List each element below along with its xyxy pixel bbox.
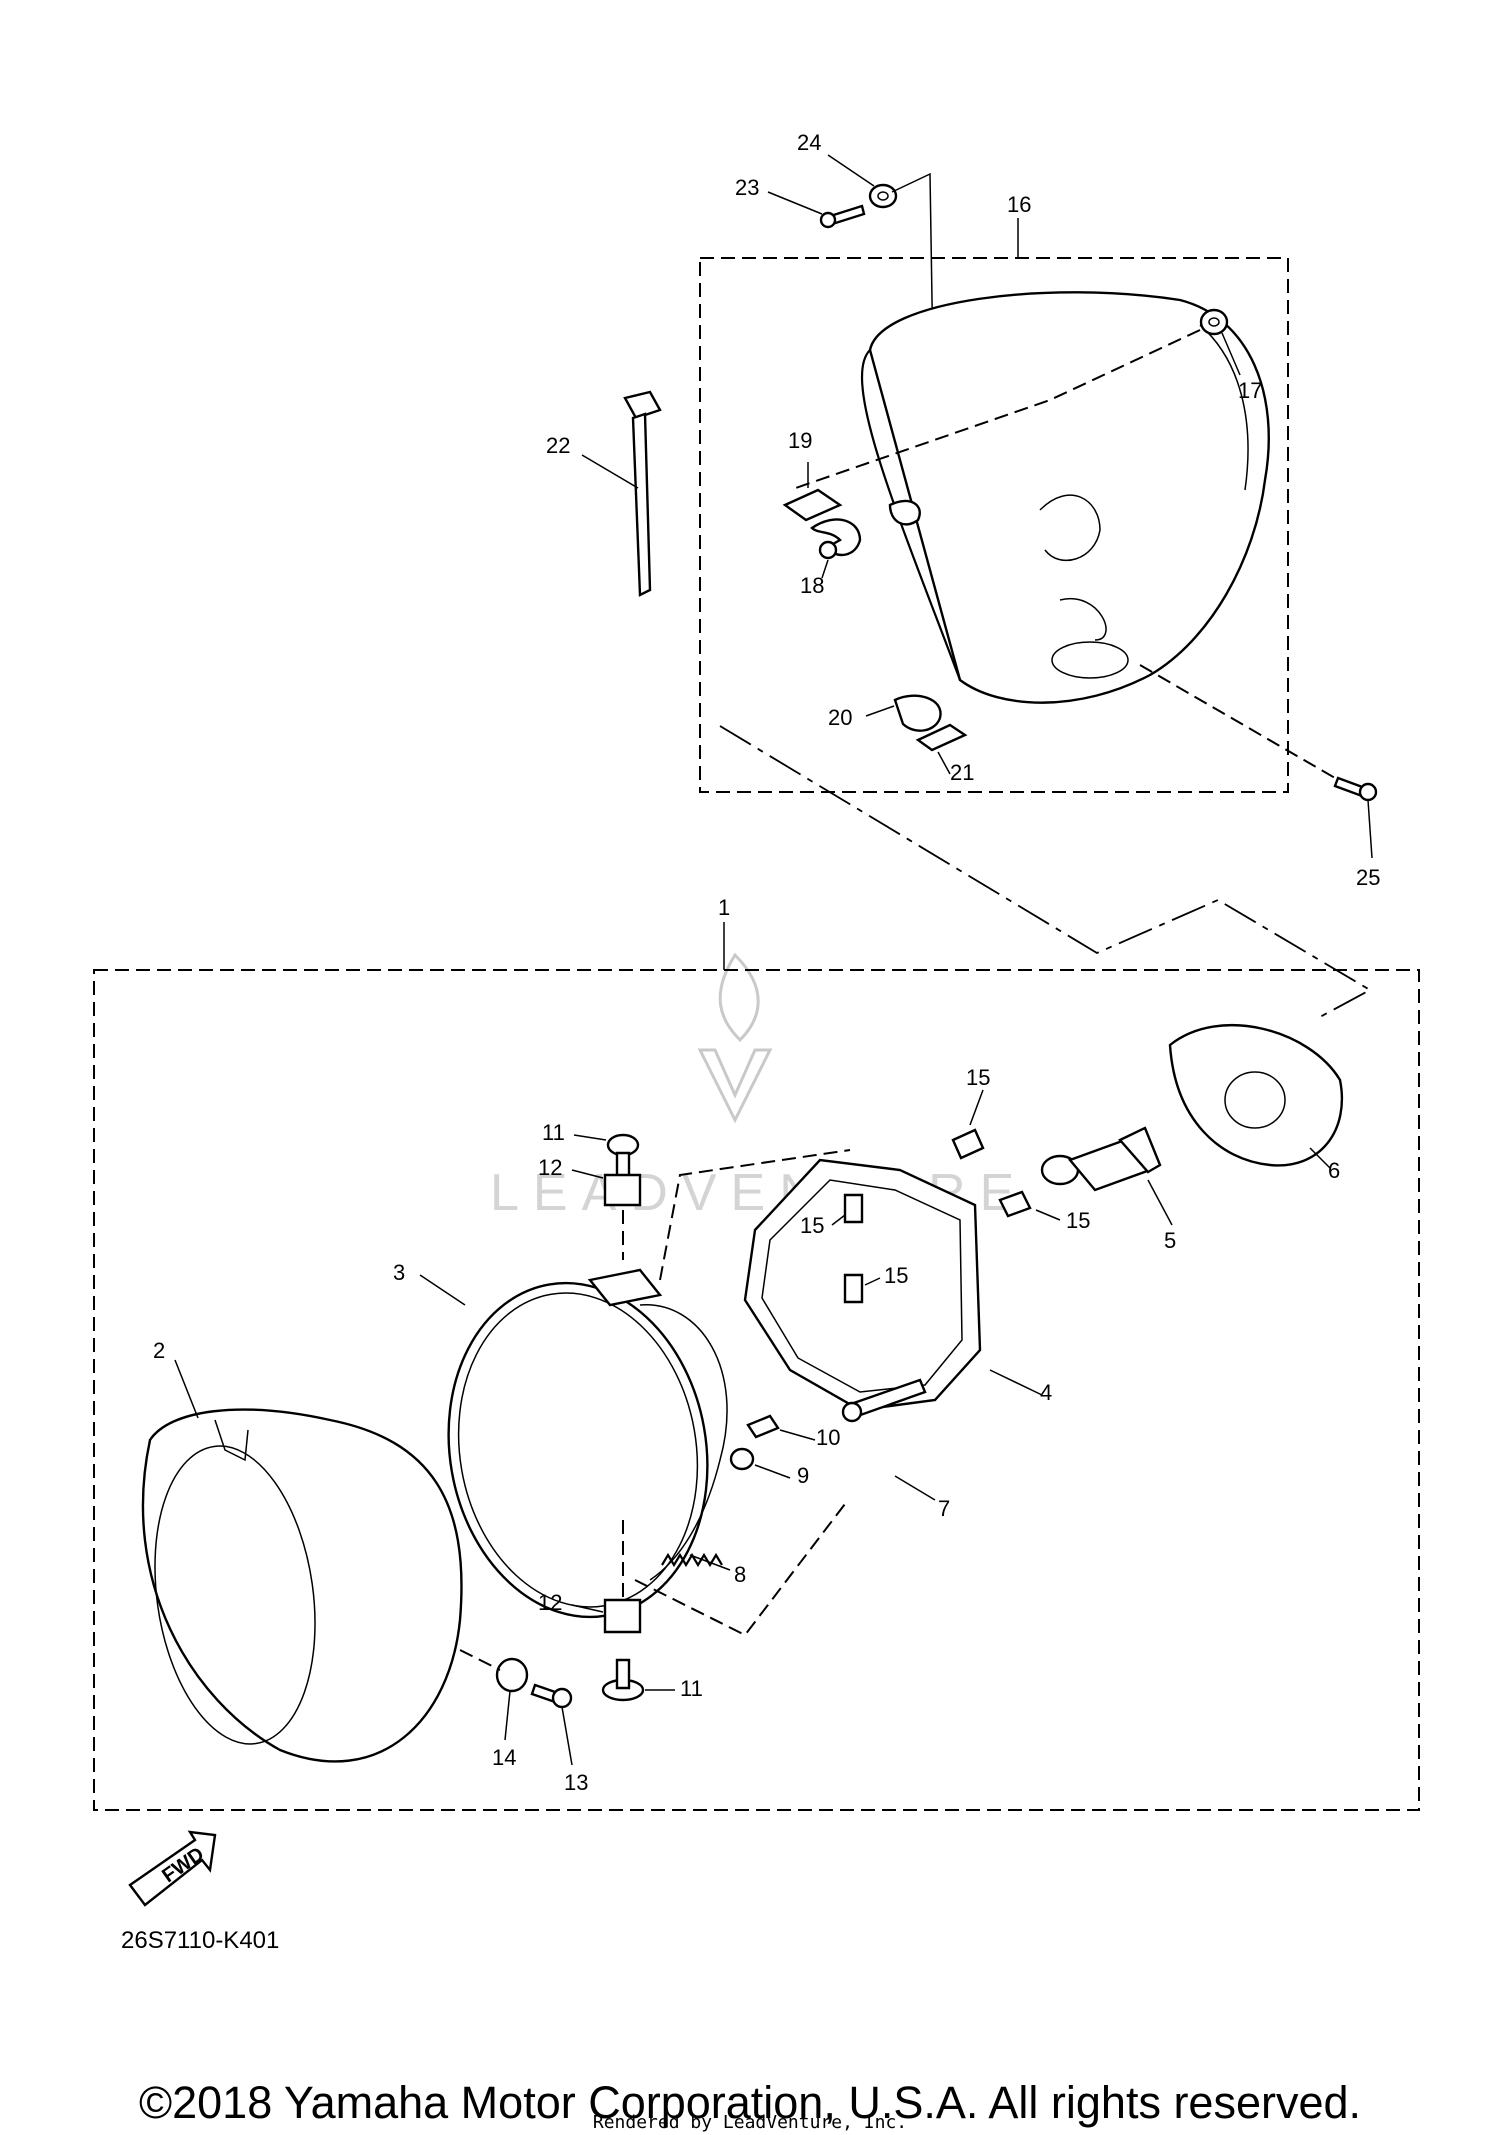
- callout-15-d: 15: [884, 1263, 908, 1288]
- part-9-nut: [729, 1447, 755, 1471]
- callout-15-b: 15: [800, 1213, 824, 1238]
- part-16-headlight-shell: [860, 291, 1270, 704]
- diagram-code: 26S7110-K401: [121, 1927, 279, 1954]
- part-15-bushing-c: [998, 1190, 1032, 1218]
- group-1-box: [93, 969, 1420, 1811]
- part-10-pin: [746, 1414, 780, 1439]
- callout-6: 6: [1328, 1158, 1340, 1183]
- callout-14: 14: [492, 1745, 516, 1770]
- part-15-bushing-a: [951, 1128, 985, 1160]
- part-11-screw-lower: [601, 1658, 645, 1702]
- copyright-notice: ©2018 Yamaha Motor Corporation, U.S.A. A…: [138, 2077, 1362, 2128]
- part-5-bulb: [1040, 1126, 1162, 1192]
- part-21-plate: [915, 723, 968, 752]
- part-6-socket-housing: [1168, 1023, 1344, 1167]
- callout-13: 13: [564, 1770, 588, 1795]
- callout-12-lower: 12: [538, 1590, 562, 1615]
- callout-11-upper: 11: [542, 1120, 565, 1145]
- part-15-bushing-d: [843, 1273, 864, 1304]
- callout-12-upper: 12: [538, 1155, 562, 1180]
- callout-17: 17: [1238, 378, 1262, 403]
- part-20-clamp: [893, 694, 942, 732]
- callout-20: 20: [828, 705, 852, 730]
- callout-4: 4: [1040, 1380, 1052, 1405]
- part-12-grommet-lower: [603, 1598, 642, 1634]
- part-14-grommet: [495, 1657, 529, 1693]
- callout-1: 1: [718, 895, 730, 920]
- part-7-adjusting-screw: [841, 1378, 927, 1423]
- part-23-bolt: [819, 204, 866, 229]
- part-2-headlight-rim: [141, 1408, 463, 1763]
- callout-24: 24: [797, 130, 821, 155]
- callout-5: 5: [1164, 1228, 1176, 1253]
- callout-23: 23: [735, 175, 759, 200]
- callout-8: 8: [734, 1562, 746, 1587]
- group-16-box: [699, 257, 1289, 793]
- callout-10: 10: [816, 1425, 840, 1450]
- rendered-by-notice: Rendered by LeadVenture, Inc.: [592, 2112, 908, 2133]
- part-25-screw: [1333, 776, 1378, 802]
- callout-16: 16: [1007, 192, 1031, 217]
- part-22-cable-tie: [623, 390, 662, 597]
- part-11-screw-upper: [606, 1133, 640, 1182]
- part-12-grommet-upper: [603, 1173, 642, 1207]
- callout-2: 2: [153, 1338, 165, 1363]
- part-18-clamp: [810, 518, 862, 560]
- callout-19: 19: [788, 428, 812, 453]
- callout-9: 9: [797, 1463, 809, 1488]
- callout-15-a: 15: [966, 1065, 990, 1090]
- part-19-plate: [782, 488, 843, 522]
- callout-25: 25: [1356, 865, 1380, 890]
- callout-22: 22: [546, 433, 570, 458]
- callout-3: 3: [393, 1260, 405, 1285]
- callout-7: 7: [938, 1496, 950, 1521]
- part-17-grommet: [1199, 308, 1229, 336]
- fwd-arrow-icon: FWD: [128, 1830, 217, 1907]
- callout-21: 21: [950, 760, 974, 785]
- callout-18: 18: [800, 573, 824, 598]
- part-24-washer: [868, 183, 898, 209]
- part-3-lens-unit: [447, 1268, 728, 1619]
- part-13-screw: [530, 1683, 573, 1709]
- assembly-chain-line: [719, 725, 1372, 1019]
- part-15-bushing-b: [843, 1193, 864, 1224]
- callout-11-lower: 11: [680, 1676, 703, 1701]
- callout-15-c: 15: [1066, 1208, 1090, 1233]
- leadventure-watermark: LEADVENTURE: [490, 952, 1014, 1222]
